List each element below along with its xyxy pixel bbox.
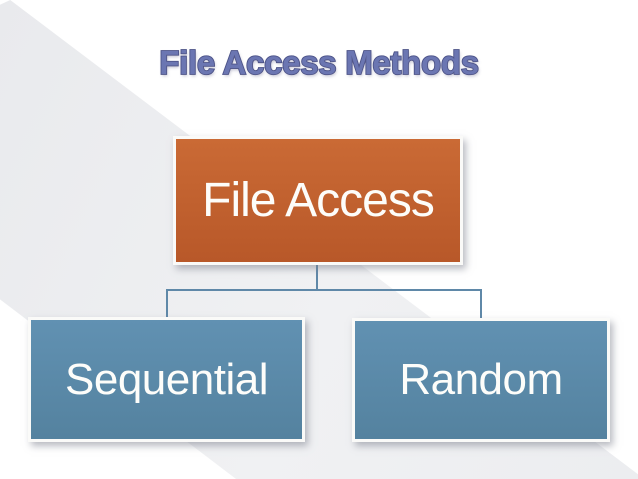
connector-root-stub xyxy=(316,264,318,290)
connector-horizontal xyxy=(166,289,482,291)
diagram-node-file-access: File Access xyxy=(173,136,463,265)
connector-drop-sequential xyxy=(166,290,168,317)
diagram-node-sequential-label: Sequential xyxy=(65,354,268,404)
connector-drop-random xyxy=(480,290,482,318)
slide-title: File Access Methods xyxy=(158,43,480,82)
diagram-node-random: Random xyxy=(352,318,610,442)
diagram-node-sequential: Sequential xyxy=(28,317,305,442)
diagram-node-random-label: Random xyxy=(399,355,563,404)
diagram-node-file-access-label: File Access xyxy=(202,174,435,227)
